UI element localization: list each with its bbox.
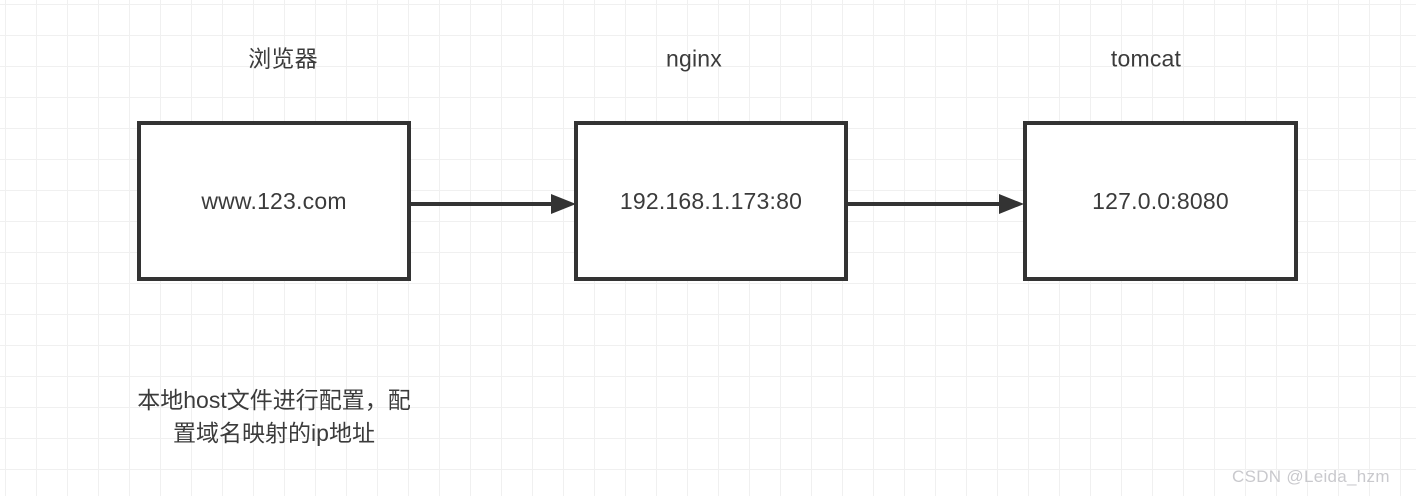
node-box-browser[interactable]: www.123.com: [137, 121, 411, 281]
node-box-nginx[interactable]: 192.168.1.173:80: [574, 121, 848, 281]
node-label-tomcat: tomcat: [1110, 45, 1182, 72]
node-box-browser-text: www.123.com: [201, 187, 347, 214]
caption-line-2: 置域名映射的ip地址: [173, 420, 375, 446]
node-box-nginx-text: 192.168.1.173:80: [619, 187, 803, 214]
node-label-nginx: nginx: [666, 45, 722, 72]
arrow-browser-to-nginx: [411, 194, 576, 214]
node-box-tomcat-text: 127.0.0:8080: [1092, 187, 1229, 214]
node-box-tomcat[interactable]: 127.0.0:8080: [1023, 121, 1298, 281]
arrow-nginx-to-tomcat: [848, 194, 1024, 214]
watermark: CSDN @Leida_hzm: [1232, 467, 1390, 486]
node-label-browser: 浏览器: [248, 45, 318, 72]
caption-line-1: 本地host文件进行配置，配: [137, 387, 411, 413]
caption-block: 本地host文件进行配置，配 置域名映射的ip地址: [137, 384, 410, 450]
